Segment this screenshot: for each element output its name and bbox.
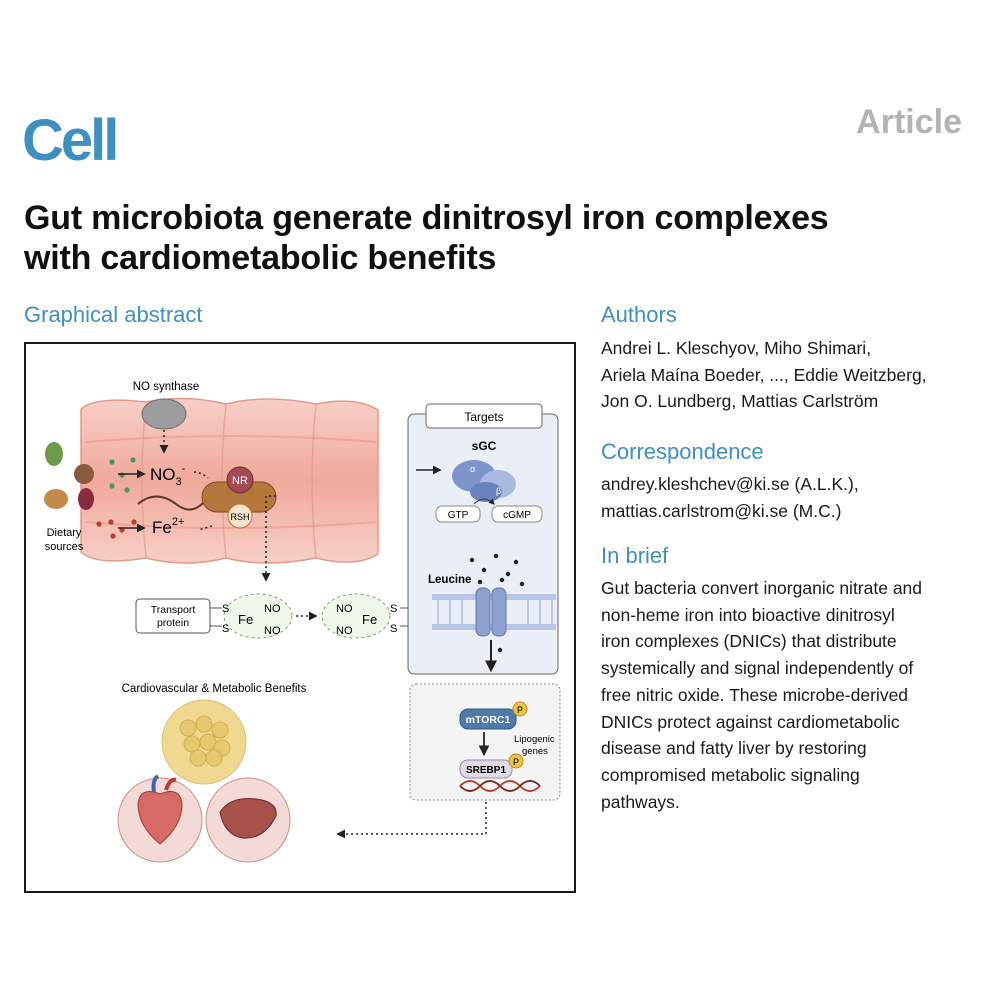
correspondence-heading: Correspondence [601, 439, 764, 464]
in-brief-line: non-heme iron into bioactive dinitrosyl [601, 604, 895, 625]
in-brief-line: iron complexes (DNICs) that distribute [601, 631, 897, 652]
transport-protein-label-2: protein [157, 617, 189, 629]
in-brief-line: systemically and signal independently of [601, 658, 914, 679]
transport-protein-box [135, 598, 211, 634]
graphical-abstract-svg: NO synthase Dietary sources NO3- Fe2+ N [44, 381, 561, 863]
cgmp-box [491, 505, 543, 523]
in-brief-line: compromised metabolic signaling [601, 764, 860, 785]
heart-shape [137, 791, 183, 845]
title-line-2: with cardiometabolic benefits [24, 239, 497, 277]
journal-logo: Cell [22, 108, 119, 173]
heart-vessel-2 [164, 777, 177, 791]
leucine-transporter-left [475, 587, 491, 637]
gtp-box [435, 505, 481, 523]
mtorc1-complex [459, 708, 517, 730]
liver-shape [219, 798, 277, 839]
in-brief-line: Gut bacteria convert inorganic nitrate a… [601, 578, 923, 598]
mtorc1-phospho-label: P [517, 705, 523, 715]
benefits-arrow [336, 802, 487, 839]
graphical-abstract-figure: NO synthase Dietary sources NO3- Fe2+ N [24, 342, 576, 893]
in-brief-line: pathways. [601, 791, 680, 812]
dnic2-fe: Fe [362, 612, 377, 627]
thiol-badge [227, 503, 253, 529]
iron-particles [96, 519, 137, 539]
graphical-abstract-heading: Graphical abstract [24, 302, 203, 327]
in-brief-text: Gut bacteria convert inorganic nitrate a… [601, 575, 976, 815]
dietary-sources-label-2: sources [45, 541, 84, 553]
lipogenic-label-2: genes [522, 746, 548, 757]
dnic-free [321, 593, 391, 639]
dnic1-s-bottom: S [222, 623, 229, 635]
transport-protein-label-1: Transport [151, 604, 196, 616]
dietary-sources-icons [44, 442, 94, 510]
srebp1-phospho-label: P [513, 757, 519, 767]
dnic1-no-bottom: NO [264, 625, 281, 637]
mtorc1-phospho [512, 701, 528, 717]
authors-line-1: Andrei L. Kleschyov, Miho Shimari, [601, 338, 872, 358]
in-brief-line: disease and fatty liver by restoring [601, 738, 867, 759]
authors-heading: Authors [601, 302, 677, 327]
gtp-label: GTP [448, 510, 469, 521]
dna-strand-2 [459, 780, 541, 792]
heart-vessel-1 [151, 774, 160, 793]
dnic1-s-top: S [222, 603, 229, 615]
dnic1-fe: Fe [238, 612, 253, 627]
srebp1-phospho [508, 753, 524, 769]
no-synthase-label: NO synthase [133, 381, 199, 393]
in-brief-line: free nitric oxide. These microbe-derived [601, 684, 909, 705]
in-brief-heading: In brief [601, 543, 669, 568]
sgc-alpha: α [470, 464, 475, 474]
nr-label: NR [232, 475, 248, 487]
dnic-protein-bound [223, 593, 293, 639]
targets-header-box [425, 403, 543, 429]
dnic2-s-top: S [390, 603, 397, 615]
lipogenic-label-1: Lipogenic [514, 734, 555, 745]
leucine-particles [469, 553, 525, 653]
article-title: Gut microbiota generate dinitrosyl iron … [24, 198, 984, 278]
srebp1-complex [459, 759, 513, 779]
nitrate-label: NO3- [150, 463, 186, 488]
dnic1-no-top: NO [264, 603, 281, 615]
authors-line-3: Jon O. Lundberg, Mattias Carlström [601, 391, 879, 411]
leucine-transporter-right [491, 587, 507, 637]
sgc-beta: β [496, 486, 501, 496]
dnic2-s-bottom: S [390, 623, 397, 635]
adipocytes [179, 715, 231, 767]
in-brief-line: DNICs protect against cardiometabolic [601, 711, 900, 732]
nitrate-particles [109, 457, 136, 493]
iron-label: Fe2+ [152, 516, 184, 537]
correspondence-email-1[interactable]: andrey.kleshchev@ki.se (A.L.K.), [601, 474, 859, 494]
correspondence-email-2[interactable]: mattias.carlstrom@ki.se (M.C.) [601, 500, 842, 521]
nitrate-reductase-badge [226, 466, 254, 494]
authors-line-2: Ariela Maína Boeder, ..., Eddie Weitzber… [601, 364, 927, 385]
rsh-label: RSH [230, 512, 249, 522]
cgmp-label: cGMP [503, 510, 531, 521]
dnic2-no-bottom: NO [336, 625, 353, 637]
correspondence-emails: andrey.kleshchev@ki.se (A.L.K.), mattias… [601, 471, 981, 524]
no-synthase-enzyme [141, 398, 187, 430]
dietary-sources-label-1: Dietary [47, 527, 82, 539]
benefits-label: Cardiovascular & Metabolic Benefits [122, 683, 307, 695]
title-line-1: Gut microbiota generate dinitrosyl iron … [24, 199, 829, 237]
sgc-label: sGC [472, 439, 497, 453]
targets-label: Targets [464, 410, 503, 424]
dnic2-no-top: NO [336, 603, 353, 615]
sgc-enzyme [452, 460, 516, 502]
srebp1-label: SREBP1 [466, 765, 506, 776]
mtorc1-label: mTORC1 [466, 714, 511, 726]
authors-list: Andrei L. Kleschyov, Miho Shimari, Ariel… [601, 335, 981, 415]
article-type-label: Article [856, 103, 962, 141]
leucine-label: Leucine [428, 574, 471, 586]
